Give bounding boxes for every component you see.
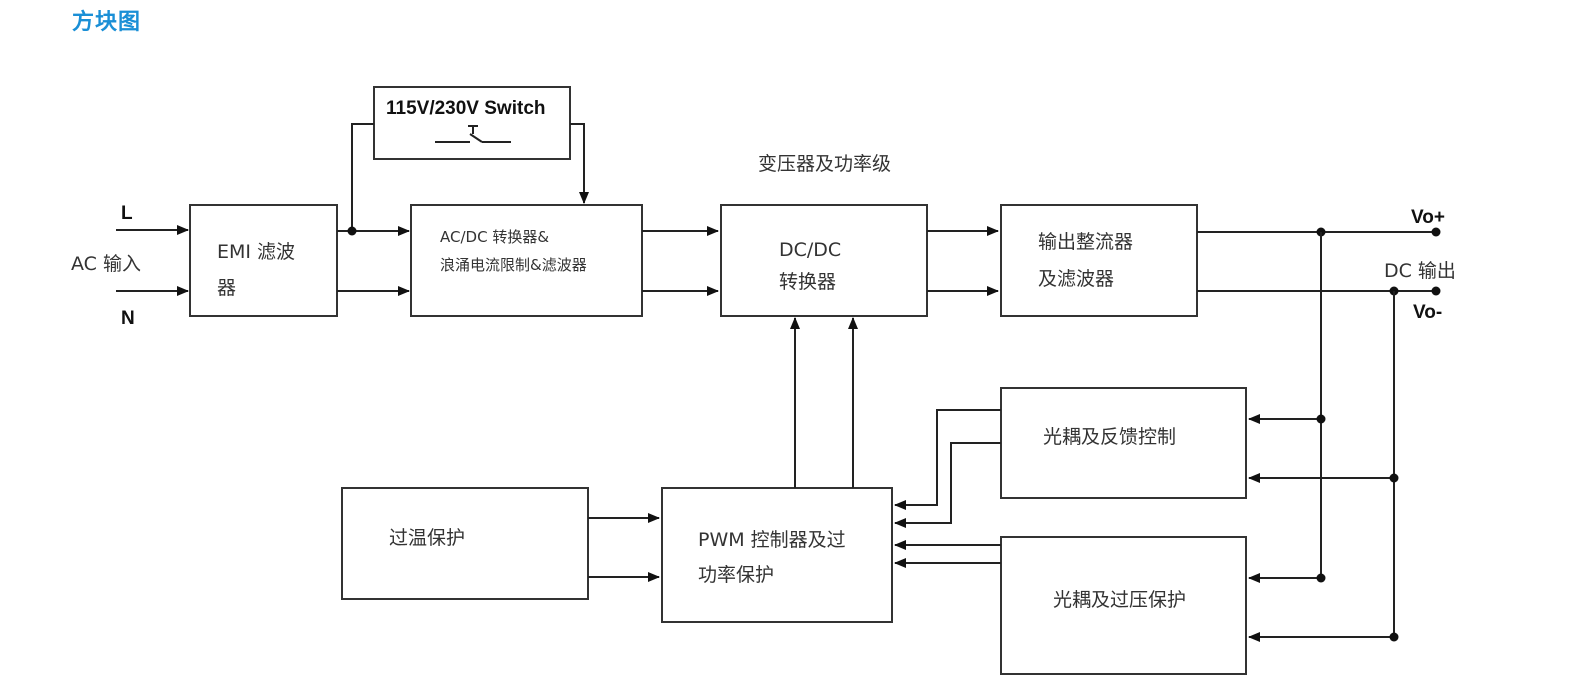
junction-dot	[1316, 414, 1326, 424]
rectifier-line2: 及滤波器	[1038, 268, 1114, 290]
vo-plus-terminal	[1431, 227, 1441, 237]
otp-label: 过温保护	[389, 527, 465, 549]
dcdc-block	[720, 204, 928, 317]
feedback-block	[1000, 387, 1247, 499]
vo-minus-label: Vo-	[1413, 302, 1442, 323]
junction-dot	[1316, 573, 1326, 583]
vo-plus-label: Vo+	[1411, 207, 1445, 228]
pwm-line1: PWM 控制器及过	[698, 529, 846, 551]
transformer-label: 变压器及功率级	[758, 153, 891, 175]
otp-block	[341, 487, 589, 600]
page-title: 方块图	[72, 10, 142, 35]
switch-label: 115V/230V Switch	[386, 98, 546, 119]
switch-symbol	[435, 125, 511, 143]
line-switch-to-acdc	[570, 123, 589, 204]
vo-minus-terminal	[1431, 286, 1441, 296]
line-feedback-to-pwm-1	[894, 409, 1001, 510]
ovp-label: 光耦及过压保护	[1053, 589, 1186, 611]
pwm-block	[661, 487, 893, 623]
acdc-line2: 浪涌电流限制&滤波器	[440, 256, 587, 274]
dc-output-label: DC 输出	[1384, 260, 1456, 282]
dcdc-line2: 转换器	[779, 271, 836, 293]
emi-filter-line1: EMI 滤波	[217, 241, 295, 263]
line-to-switch	[351, 123, 374, 231]
feedback-label: 光耦及反馈控制	[1043, 426, 1176, 448]
acdc-block	[410, 204, 643, 317]
acdc-line1: AC/DC 转换器&	[440, 228, 549, 246]
rectifier-line1: 输出整流器	[1038, 231, 1133, 253]
emi-filter-block	[189, 204, 338, 317]
ac-input-label: AC 输入	[71, 253, 141, 275]
emi-filter-line2: 器	[217, 277, 236, 299]
junction-dot	[347, 226, 357, 236]
dcdc-line1: DC/DC	[779, 239, 841, 261]
junction-dot	[1389, 632, 1399, 642]
terminal-l: L	[121, 203, 133, 224]
line-feedback-to-pwm-2	[894, 442, 1001, 528]
junction-dot	[1389, 473, 1399, 483]
rectifier-block	[1000, 204, 1198, 317]
terminal-n: N	[121, 308, 135, 329]
pwm-line2: 功率保护	[698, 564, 774, 586]
ovp-block	[1000, 536, 1247, 675]
